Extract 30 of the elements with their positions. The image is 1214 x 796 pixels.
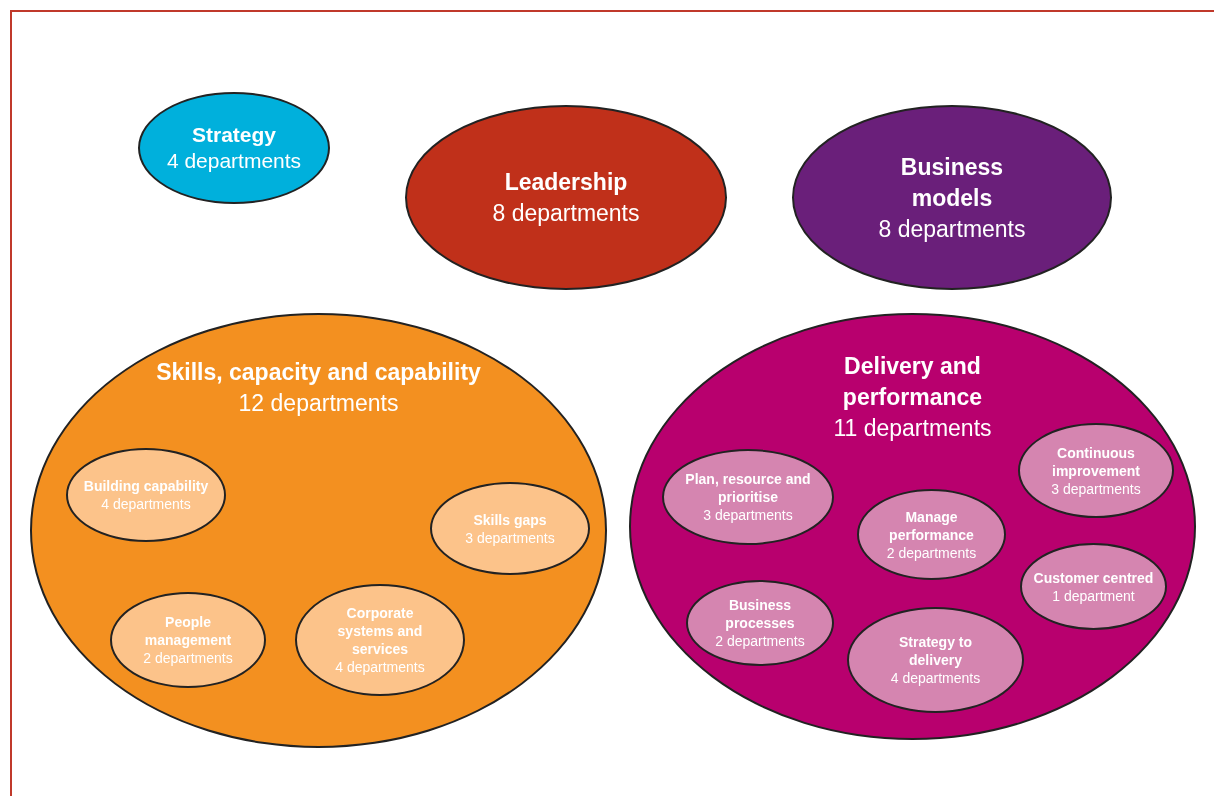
department-count: 3 departments [465,528,555,547]
node-heading: Manage performance [888,507,975,544]
department-count: 4 departments [101,495,191,513]
department-count: 4 departments [335,658,425,676]
department-count: 3 departments [703,506,793,524]
department-count: 4 departments [166,148,302,174]
node-heading: Leadership [504,168,628,197]
department-count: 4 departments [890,669,981,687]
department-count: 8 departments [878,214,1026,244]
department-count: 3 departments [1051,479,1141,498]
node-heading: Skills gaps [473,510,547,529]
department-count: 2 departments [143,649,233,667]
node-heading: Strategy to delivery [897,633,974,669]
node-heading: Plan, resource and prioritise [684,470,812,506]
department-count: 11 departments [833,414,992,443]
department-count: 2 departments [715,632,805,650]
node-heading: People management [143,613,233,649]
node-heading: Strategy [192,122,276,148]
node-heading: Business processes [724,596,796,632]
node-heading: Business models [899,152,1005,213]
node-heading: Building capability [83,477,209,495]
node-heading: Customer centred [1033,568,1154,587]
node-heading: Corporate systems and services [336,604,424,658]
department-count: 12 departments [238,389,399,418]
node-heading: Delivery and performance [841,352,984,412]
department-count: 1 department [1052,586,1135,605]
node-heading: Skills, capacity and capability [156,358,481,387]
department-count: 8 departments [492,199,640,228]
node-heading: Continuous improvement [1051,443,1141,480]
department-count: 2 departments [886,543,977,562]
